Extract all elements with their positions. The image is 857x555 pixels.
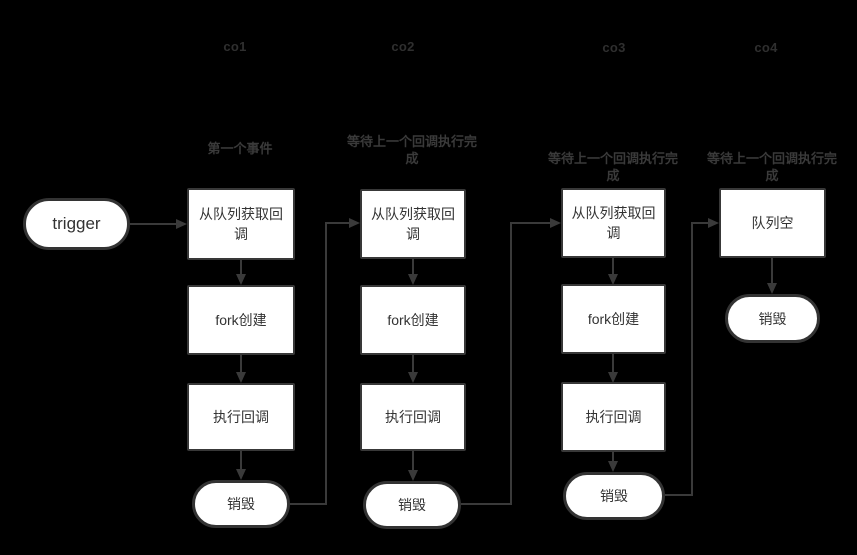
connector-co2-step3-destroy bbox=[412, 451, 414, 471]
connector-co2-destroy-elbow-v bbox=[510, 222, 512, 505]
arrowhead-trigger-to-co1 bbox=[176, 219, 187, 229]
node-trigger: trigger bbox=[23, 198, 130, 250]
connector-co3-destroy-elbow-v bbox=[691, 222, 693, 496]
node-co2-destroy: 销毁 bbox=[363, 481, 461, 529]
node-co4-destroy: 销毁 bbox=[725, 294, 820, 343]
connector-co1-step1-step2 bbox=[240, 260, 242, 275]
node-co2-run-callback: 执行回调 bbox=[360, 383, 466, 451]
connector-co3-step2-step3 bbox=[612, 354, 614, 373]
node-co1-destroy: 销毁 bbox=[192, 480, 290, 528]
arrowhead-co2-to-co3 bbox=[550, 218, 561, 228]
connector-co3-destroy-elbow-h2 bbox=[691, 222, 709, 224]
caption-co4: 等待上一个回调执行完成 bbox=[706, 151, 837, 183]
arrowhead-co2-step2-step3 bbox=[408, 372, 418, 383]
node-co1-run-callback: 执行回调 bbox=[187, 383, 295, 451]
column-header-co4: co4 bbox=[754, 40, 778, 55]
node-co3-run-callback: 执行回调 bbox=[561, 382, 666, 452]
connector-co1-step3-destroy bbox=[240, 451, 242, 470]
connector-co3-step1-step2 bbox=[612, 258, 614, 275]
arrowhead-co3-to-co4 bbox=[708, 218, 719, 228]
connector-co3-step3-destroy bbox=[612, 452, 614, 462]
arrowhead-co1-step3-destroy bbox=[236, 469, 246, 480]
arrowhead-co1-step2-step3 bbox=[236, 372, 246, 383]
connector-trigger-to-co1 bbox=[130, 223, 177, 225]
connector-co1-destroy-elbow-h1 bbox=[290, 503, 327, 505]
arrowhead-co2-step1-step2 bbox=[408, 274, 418, 285]
node-co1-fork-create: fork创建 bbox=[187, 285, 295, 355]
node-co1-get-callback: 从队列获取回调 bbox=[187, 188, 295, 260]
connector-co1-destroy-elbow-h2 bbox=[325, 222, 350, 224]
column-header-co2: co2 bbox=[391, 39, 415, 54]
connector-co3-destroy-elbow-h1 bbox=[665, 494, 693, 496]
arrowhead-co1-to-co2 bbox=[349, 218, 360, 228]
arrowhead-co2-step3-destroy bbox=[408, 470, 418, 481]
node-co3-destroy: 销毁 bbox=[563, 472, 665, 520]
node-co2-get-callback: 从队列获取回调 bbox=[360, 189, 466, 259]
node-co3-get-callback: 从队列获取回调 bbox=[561, 188, 666, 258]
connector-co1-step2-step3 bbox=[240, 355, 242, 373]
connector-co2-destroy-elbow-h2 bbox=[510, 222, 551, 224]
arrowhead-co4-queue-destroy bbox=[767, 283, 777, 294]
connector-co2-destroy-elbow-h1 bbox=[461, 503, 512, 505]
node-co2-fork-create: fork创建 bbox=[360, 285, 466, 355]
arrowhead-co3-step1-step2 bbox=[608, 274, 618, 285]
connector-co2-step2-step3 bbox=[412, 355, 414, 373]
arrowhead-co3-step3-destroy bbox=[608, 461, 618, 472]
arrowhead-co1-step1-step2 bbox=[236, 274, 246, 285]
node-co3-fork-create: fork创建 bbox=[561, 284, 666, 354]
connector-co1-destroy-elbow-v bbox=[325, 222, 327, 505]
column-header-co1: co1 bbox=[223, 39, 247, 54]
arrowhead-co3-step2-step3 bbox=[608, 372, 618, 383]
connector-co4-queue-destroy bbox=[771, 258, 773, 284]
node-co4-queue-empty: 队列空 bbox=[719, 188, 826, 258]
caption-co3: 等待上一个回调执行完成 bbox=[547, 151, 678, 183]
connector-co2-step1-step2 bbox=[412, 259, 414, 275]
column-header-co3: co3 bbox=[602, 40, 626, 55]
caption-co1: 第一个事件 bbox=[207, 141, 273, 156]
caption-co2: 等待上一个回调执行完成 bbox=[346, 134, 477, 166]
